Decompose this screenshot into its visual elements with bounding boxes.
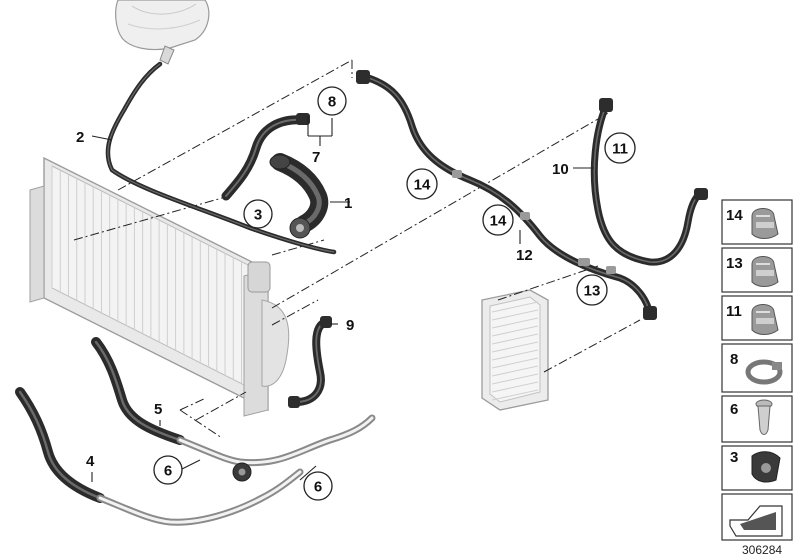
legend-item-6: 6 [721,395,793,443]
svg-text:6: 6 [164,463,172,480]
hose-9 [288,316,332,408]
callout-5: 5 [154,401,162,418]
callout-12: 12 [516,247,533,264]
bracket-icon [721,493,793,541]
svg-text:3: 3 [254,207,262,224]
legend-item-14: 14 [721,199,793,245]
legend-item-11: 11 [721,295,793,341]
hose-2 [105,61,337,255]
callout-10: 10 [552,161,569,178]
leader-lines [91,116,594,482]
callout-8: 8 [317,86,347,116]
svg-text:13: 13 [584,283,601,300]
callout-3: 3 [243,199,273,229]
callout-13: 13 [576,274,608,306]
part-labels: 2 1 7 9 10 12 5 4 [76,129,569,470]
callout-6-left: 6 [153,455,183,485]
svg-text:14: 14 [490,213,507,230]
svg-text:6: 6 [730,401,738,418]
hose-4 [15,387,304,526]
hose-5 [91,337,376,482]
circled-labels: 8 3 14 14 11 13 6 6 [153,86,636,501]
callout-2: 2 [76,129,84,146]
svg-text:6: 6 [314,479,322,496]
legend-item-13: 13 [721,247,793,293]
legend-item-8: 8 [721,343,793,393]
legend-item-3: 3 [721,445,793,491]
svg-text:11: 11 [612,141,628,158]
hose-1 [269,153,329,239]
parts-legend-panel: 14 13 11 8 6 [721,199,793,541]
document-number: 306284 [742,543,782,557]
callout-7: 7 [312,149,320,166]
callout-14-lower: 14 [482,204,514,236]
svg-text:14: 14 [726,207,743,224]
svg-text:8: 8 [328,94,336,111]
svg-text:3: 3 [730,449,738,466]
callout-1: 1 [344,195,352,212]
hose-10 [578,98,708,266]
expansion-tank [115,0,210,65]
callout-6-right: 6 [303,471,333,501]
assembly-guide-lines [73,59,641,439]
callout-9: 9 [346,317,354,334]
hose-upper-left [221,113,310,201]
hose-12-14 [356,70,657,320]
auxiliary-radiator [481,289,549,411]
callout-11: 11 [604,132,636,164]
callout-4: 4 [86,453,95,470]
svg-text:13: 13 [726,255,743,272]
svg-text:8: 8 [730,351,738,368]
svg-text:14: 14 [414,177,431,194]
callout-14-upper: 14 [406,168,438,200]
radiator [29,156,290,417]
svg-text:11: 11 [726,303,742,320]
